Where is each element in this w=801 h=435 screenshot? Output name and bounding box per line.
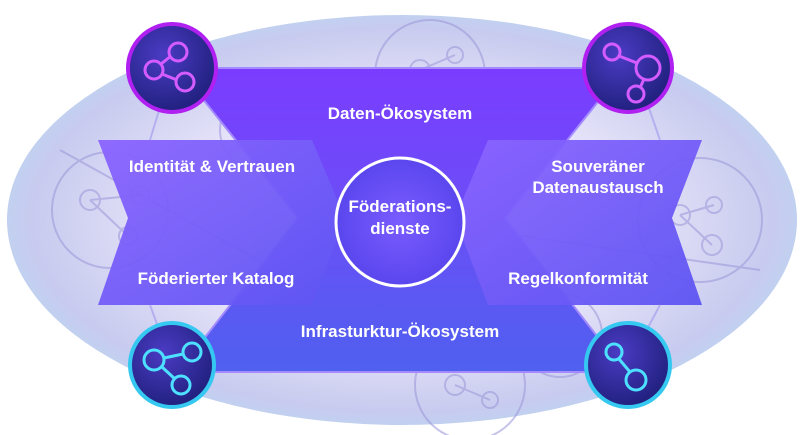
center-label: Föderations- dienste xyxy=(340,196,460,240)
center-label-line2: dienste xyxy=(370,219,430,238)
node-bottom-left xyxy=(128,321,216,409)
node-top-right xyxy=(582,22,674,114)
left-chevron-shape xyxy=(98,140,345,305)
node-top-left xyxy=(126,22,218,114)
label-datenaustausch: Datenaustausch xyxy=(532,178,664,197)
network-nodes-icon xyxy=(142,341,203,396)
right-chevron-shape xyxy=(455,140,702,305)
network-nodes-icon xyxy=(604,342,648,392)
node-bottom-right xyxy=(584,321,672,409)
label-identitaet-vertrauen: Identität & Vertrauen xyxy=(128,157,296,176)
label-souveraener: Souveräner xyxy=(551,157,645,176)
network-nodes-icon xyxy=(143,41,196,93)
label-regelkonformitaet: Regelkonformität xyxy=(508,269,648,288)
center-circle xyxy=(334,156,466,288)
label-infrastruktur-oekosystem: Infrasturktur-Ökosystem xyxy=(300,322,500,341)
label-daten-oekosystem: Daten-Ökosystem xyxy=(327,104,473,123)
network-nodes-icon xyxy=(602,42,662,104)
label-foederierter-katalog: Föderierter Katalog xyxy=(137,269,295,288)
center-label-line1: Föderations- xyxy=(348,197,452,216)
